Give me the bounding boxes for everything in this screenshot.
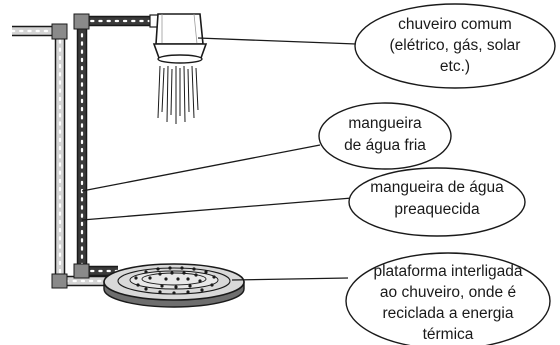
callout-platform-line-3: reciclada a energia — [383, 305, 514, 322]
hose-system — [10, 13, 152, 289]
callout-shower-line-2: (elétrico, gás, solar — [390, 37, 521, 54]
callout-cold-hose-line-2: de água fria — [344, 137, 426, 154]
callout-preheated-hose: mangueira de água preaquecida — [348, 167, 526, 237]
hose-elbows — [51, 13, 90, 289]
callout-cold-hose: mangueira de água fria — [318, 102, 452, 170]
heat-recovery-platform — [103, 263, 245, 308]
callout-shower: chuveiro comum (elétrico, gás, solar etc… — [354, 3, 556, 89]
preheated-water-hose — [76, 15, 152, 277]
callout-cold-hose-line-1: mangueira — [348, 115, 422, 132]
leader-lines — [81, 37, 357, 281]
callout-preheated-hose-line-1: mangueira de água — [370, 179, 504, 196]
callout-platform-line-1: plataforma interligada — [373, 263, 522, 280]
platform-coil-dots — [134, 266, 216, 295]
callout-platform-line-2: ao chuveiro, onde é — [380, 284, 516, 301]
shower-head-icon — [149, 13, 208, 64]
water-stream-icon — [157, 65, 199, 124]
cold-water-hose — [10, 25, 110, 287]
callout-shower-line-1: chuveiro comum — [398, 16, 512, 33]
callout-platform: plataforma interligada ao chuveiro, onde… — [345, 252, 551, 345]
callout-platform-line-4: térmica — [423, 326, 474, 343]
callout-preheated-hose-line-2: preaquecida — [394, 201, 480, 218]
callout-shower-line-3: etc.) — [440, 58, 470, 75]
